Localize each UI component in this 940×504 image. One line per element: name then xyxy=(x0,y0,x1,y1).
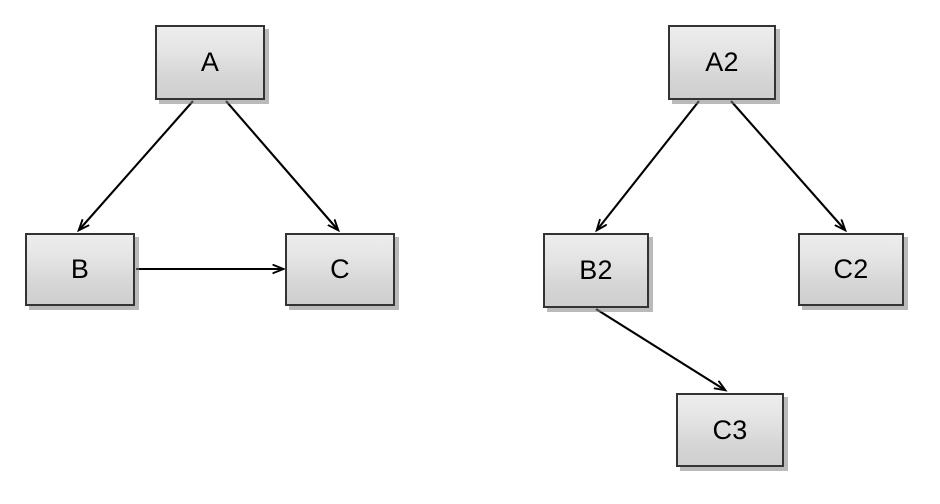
node-c3-label: C3 xyxy=(712,414,748,445)
node-c3[interactable]: C3 xyxy=(676,393,784,467)
edge-a2-to-c2 xyxy=(730,100,845,230)
node-a2-label: A2 xyxy=(705,47,739,77)
edge-a-to-c xyxy=(225,100,338,230)
edge-b2-to-c3 xyxy=(595,308,725,390)
node-a[interactable]: A xyxy=(155,25,265,100)
node-c2-label: C2 xyxy=(833,254,869,284)
node-a-label: A xyxy=(200,47,220,77)
node-c2[interactable]: C2 xyxy=(798,233,904,306)
node-c-label: C xyxy=(330,254,350,284)
node-b2[interactable]: B2 xyxy=(543,233,649,308)
node-c[interactable]: C xyxy=(285,233,395,306)
node-b-label: B xyxy=(70,254,90,284)
node-b2-label: B2 xyxy=(579,255,613,285)
edge-a-to-b xyxy=(79,100,194,230)
edge-a2-to-b2 xyxy=(597,100,700,230)
node-b[interactable]: B xyxy=(25,233,135,306)
node-a2[interactable]: A2 xyxy=(668,25,776,100)
